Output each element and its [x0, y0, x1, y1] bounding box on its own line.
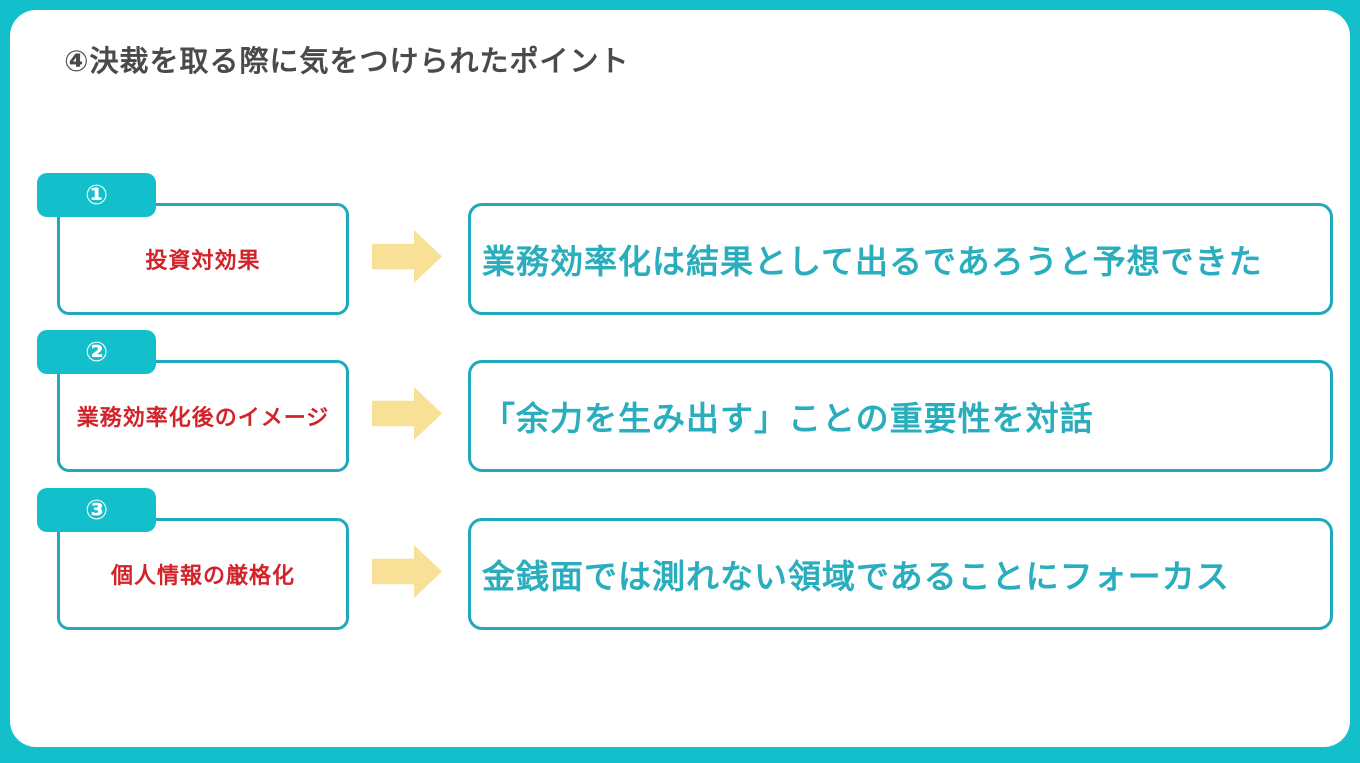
point-row-1: ① 投資対効果 業務効率化は結果として出るであろうと予想できた: [10, 173, 1350, 323]
topic-box-2: 業務効率化後のイメージ: [57, 360, 349, 472]
right-arrow-icon-3: [372, 545, 442, 598]
slide-canvas: ④決裁を取る際に気をつけられたポイント ① 投資対効果 業務効率化は結果として出…: [10, 10, 1350, 747]
topic-label-2: 業務効率化後のイメージ: [76, 405, 330, 430]
point-row-2: ② 業務効率化後のイメージ 「余力を生み出す」ことの重要性を対話: [10, 330, 1350, 480]
result-label-2: 「余力を生み出す」ことの重要性を対話: [482, 400, 1094, 437]
number-badge-3-label: ③: [85, 494, 108, 525]
result-label-3: 金銭面では測れない領域であることにフォーカス: [482, 558, 1230, 595]
topic-box-1: 投資対効果: [57, 203, 349, 315]
number-badge-1-label: ①: [85, 179, 108, 210]
number-badge-3: ③: [37, 488, 156, 532]
topic-label-1: 投資対効果: [145, 248, 261, 273]
number-badge-2-label: ②: [85, 336, 108, 367]
result-label-1: 業務効率化は結果として出るであろうと予想できた: [482, 243, 1263, 280]
topic-box-3: 個人情報の厳格化: [57, 518, 349, 630]
result-box-3: 金銭面では測れない領域であることにフォーカス: [468, 518, 1333, 630]
result-box-1: 業務効率化は結果として出るであろうと予想できた: [468, 203, 1333, 315]
right-arrow-icon-1: [372, 230, 442, 283]
number-badge-2: ②: [37, 330, 156, 374]
number-badge-1: ①: [37, 173, 156, 217]
right-arrow-icon-2: [372, 387, 442, 440]
page-title: ④決裁を取る際に気をつけられたポイント: [64, 46, 630, 78]
result-box-2: 「余力を生み出す」ことの重要性を対話: [468, 360, 1333, 472]
topic-label-3: 個人情報の厳格化: [110, 563, 295, 588]
point-row-3: ③ 個人情報の厳格化 金銭面では測れない領域であることにフォーカス: [10, 488, 1350, 638]
